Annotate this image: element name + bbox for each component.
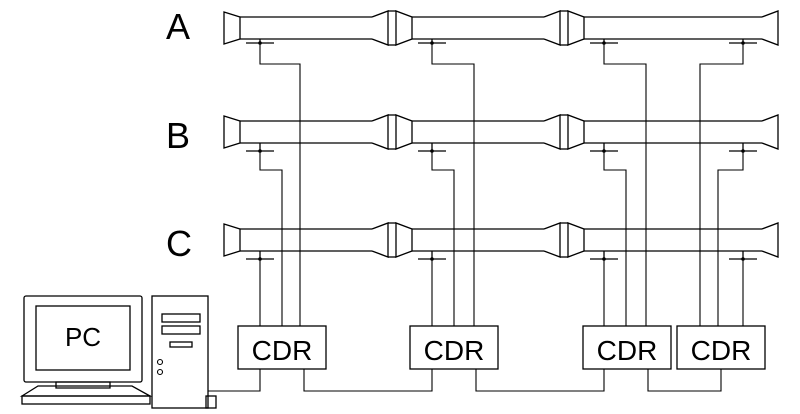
recorder-label: CDR bbox=[691, 335, 752, 366]
row-label-b: B bbox=[166, 115, 190, 156]
recorder-1: CDR bbox=[237, 325, 327, 370]
recorder-3: CDR bbox=[582, 325, 672, 370]
pipeline-a bbox=[223, 10, 779, 46]
signal-wires bbox=[259, 43, 744, 326]
tower bbox=[151, 295, 217, 409]
recorder-label: CDR bbox=[424, 335, 485, 366]
recorder-2: CDR bbox=[409, 325, 499, 370]
recorder-4: CDR bbox=[676, 325, 766, 370]
keyboard bbox=[19, 385, 153, 405]
row-label-a: A bbox=[166, 6, 190, 47]
recorder-label: CDR bbox=[252, 335, 313, 366]
computer: PC bbox=[19, 295, 217, 409]
sensor-taps bbox=[246, 39, 757, 261]
recorder-label: CDR bbox=[597, 335, 658, 366]
row-label-c: C bbox=[166, 223, 192, 264]
network-bus bbox=[208, 369, 722, 392]
pipeline-b bbox=[223, 114, 779, 150]
computer-label: PC bbox=[65, 322, 101, 352]
monitor: PC bbox=[23, 295, 143, 389]
pipeline-c bbox=[223, 222, 779, 258]
